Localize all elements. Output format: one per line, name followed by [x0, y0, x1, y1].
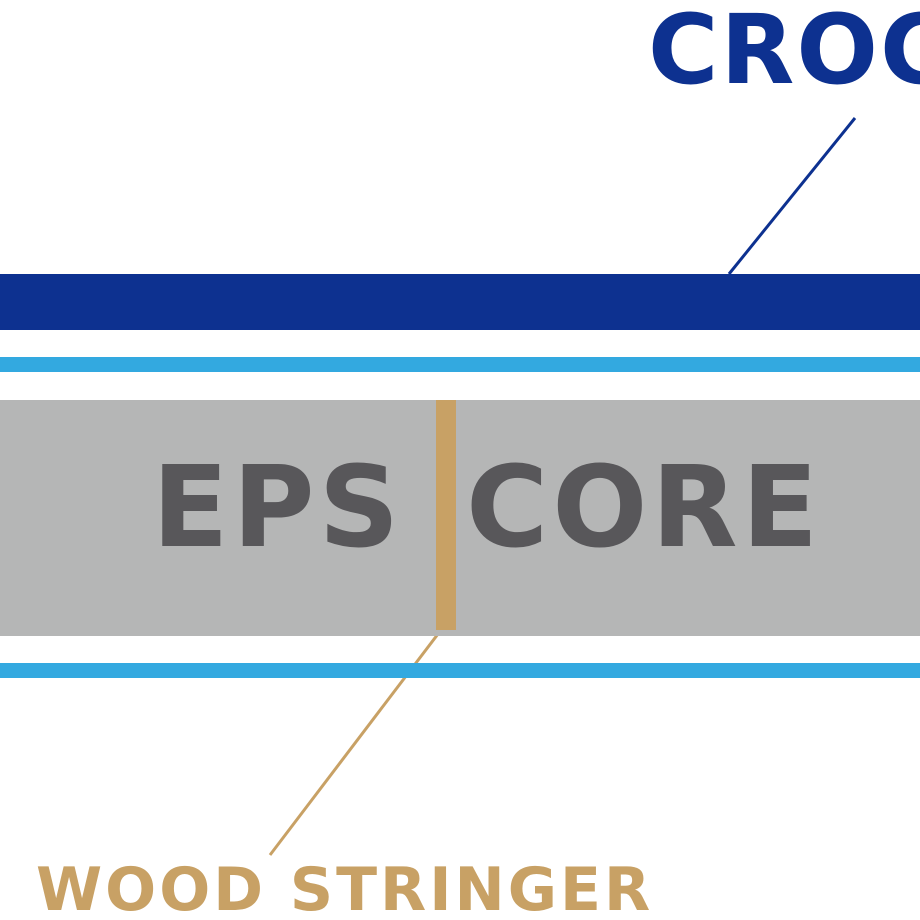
- eps-core-band: [0, 400, 920, 636]
- core-label-left: EPS: [152, 443, 404, 573]
- lower-thin-layer-band: [0, 663, 920, 678]
- top-layer-label: CROC: [648, 0, 920, 106]
- wood-stringer-label: WOOD STRINGER: [36, 855, 654, 920]
- wood-stringer-strip: [436, 400, 456, 630]
- upper-thin-layer-band: [0, 357, 920, 372]
- core-label-right: CORE: [466, 443, 823, 573]
- top-leader-line: [727, 117, 857, 275]
- outer-layer-band: [0, 274, 920, 330]
